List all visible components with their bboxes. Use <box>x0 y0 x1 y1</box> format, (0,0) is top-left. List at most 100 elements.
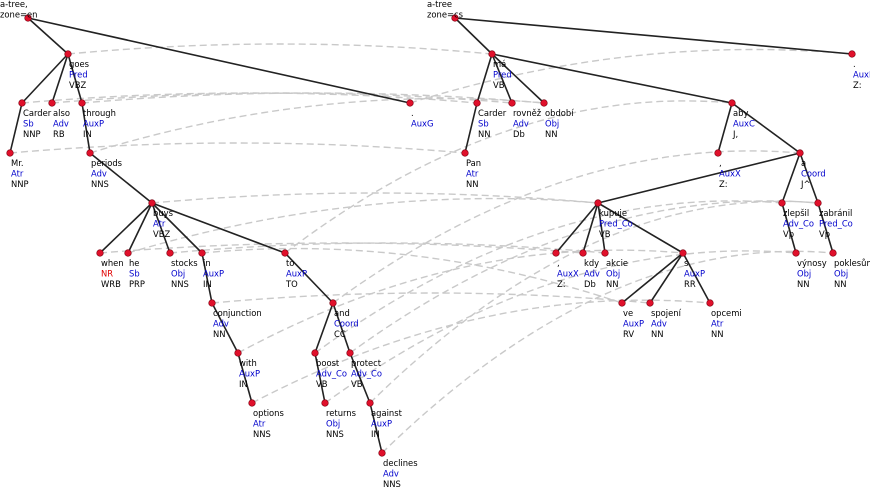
node-word: , <box>557 258 560 268</box>
tree-node-with[interactable] <box>234 349 242 357</box>
node-word: výnosy <box>797 258 827 268</box>
tree-node-in[interactable] <box>198 249 206 257</box>
node-word: boost <box>316 358 340 368</box>
node-word: periods <box>91 158 122 168</box>
node-word: to <box>286 258 294 268</box>
tree-edge-zabranil-poklesum <box>817 202 834 254</box>
node-tag: RR <box>684 279 696 289</box>
node-functor: Sb <box>478 118 489 128</box>
tree-node-against[interactable] <box>366 399 374 407</box>
tree-node-zlepsil[interactable] <box>778 199 786 207</box>
tree-edge-to-and <box>284 252 334 304</box>
alignment-links <box>9 43 853 454</box>
node-word: rovněž <box>513 108 542 118</box>
tree-node-stocks[interactable] <box>166 249 174 257</box>
tree-node-kupuje[interactable] <box>594 199 602 207</box>
node-tag: NN <box>797 279 810 289</box>
tree-edge-ma-carder_cs <box>476 53 493 104</box>
tree-node-declines[interactable] <box>378 449 386 457</box>
tree-node-carder_cs[interactable] <box>473 99 481 107</box>
tree-node-kdy[interactable] <box>579 249 587 257</box>
node-word: kupuje <box>599 208 627 218</box>
tree-node-ma[interactable] <box>488 50 496 58</box>
node-tag: NNS <box>253 429 271 439</box>
node-tag: VB <box>351 379 363 389</box>
tree-edge-with-options <box>237 352 253 404</box>
tree-node-poklesum[interactable] <box>829 249 837 257</box>
node-functor: Atr <box>253 418 266 428</box>
tree-node-comma1[interactable] <box>714 149 722 157</box>
tree-node-s[interactable] <box>679 249 687 257</box>
tree-node-rovnez[interactable] <box>508 99 516 107</box>
node-functor: Sb <box>129 268 140 278</box>
tree-node-returns[interactable] <box>321 399 329 407</box>
node-functor: AuxC <box>733 118 755 128</box>
node-word: with <box>239 358 257 368</box>
node-word: období <box>545 108 574 118</box>
tree-node-through[interactable] <box>78 99 86 107</box>
node-functor: Pred_Co <box>599 218 633 228</box>
tree-node-also[interactable] <box>48 99 56 107</box>
node-tag: NN <box>651 329 664 339</box>
node-functor: AuxP <box>203 268 224 278</box>
node-functor: Coord <box>801 168 826 178</box>
tree-node-obdobi[interactable] <box>540 99 548 107</box>
tree-node-buys[interactable] <box>148 199 156 207</box>
node-word: he <box>129 258 139 268</box>
tree-node-conjunction[interactable] <box>208 299 216 307</box>
tree-root-label-line: zone=en <box>0 9 37 19</box>
node-word: . <box>411 108 414 118</box>
tree-node-akcie[interactable] <box>601 249 609 257</box>
tree-node-when[interactable] <box>96 249 104 257</box>
node-word: akcie <box>606 258 628 268</box>
node-tag: Z: <box>719 179 728 189</box>
tree-node-spojeni[interactable] <box>646 299 654 307</box>
tree-node-comma2[interactable] <box>552 249 560 257</box>
tree-node-vynosy[interactable] <box>792 249 800 257</box>
tree-node-options[interactable] <box>248 399 256 407</box>
tree-root-node-root_en[interactable] <box>24 14 32 22</box>
tree-edge-conjunction-with <box>211 302 239 354</box>
tree-node-ve[interactable] <box>618 299 626 307</box>
node-tag: NNS <box>326 429 344 439</box>
tree-node-pan[interactable] <box>461 149 469 157</box>
tree-node-and[interactable] <box>329 299 337 307</box>
tree-node-aby[interactable] <box>728 99 736 107</box>
node-functor: Pred_Co <box>819 218 853 228</box>
tree-node-period_en[interactable] <box>406 99 414 107</box>
tree-node-he[interactable] <box>124 249 132 257</box>
tree-node-auxk[interactable] <box>848 50 856 58</box>
tree-root-label-line: a-tree <box>427 0 452 9</box>
tree-root-node-root_cs[interactable] <box>451 14 459 22</box>
tree-edge-protect-against <box>349 352 371 404</box>
tree-edge-ma-rovnez <box>491 53 513 104</box>
node-word: and <box>334 308 350 318</box>
tree-node-to[interactable] <box>281 249 289 257</box>
alignment-link-with-s <box>237 249 684 354</box>
tree-node-goes[interactable] <box>64 50 72 58</box>
tree-edge-a-kupuje <box>597 152 801 204</box>
tree-node-periods[interactable] <box>86 149 94 157</box>
tree-node-zabranil[interactable] <box>814 199 822 207</box>
tree-node-mr[interactable] <box>6 149 14 157</box>
tree-node-boost[interactable] <box>311 349 319 357</box>
tree-node-protect[interactable] <box>346 349 354 357</box>
tree-node-opcemi[interactable] <box>706 299 714 307</box>
tree-node-a[interactable] <box>796 149 804 157</box>
tree-node-carder_en[interactable] <box>18 99 26 107</box>
node-word: kdy <box>584 258 599 268</box>
node-functor: Obj <box>545 118 559 128</box>
node-functor: Adv_Co <box>351 368 382 378</box>
